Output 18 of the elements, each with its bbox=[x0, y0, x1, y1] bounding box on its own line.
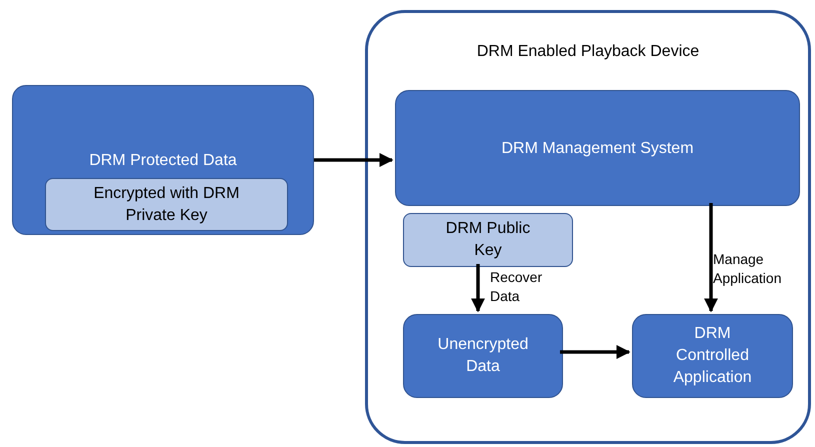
arrow bbox=[704, 203, 718, 312]
node-label: DRM Controlled Application bbox=[672, 324, 753, 388]
process-box bbox=[403, 314, 563, 398]
process-box bbox=[632, 314, 793, 398]
arrow bbox=[314, 153, 394, 167]
process-box bbox=[12, 85, 314, 235]
sub-box bbox=[45, 178, 288, 231]
arrow bbox=[560, 345, 630, 359]
node-label: DRM Enabled Playback Device bbox=[476, 42, 700, 62]
node-label: DRM Public Key bbox=[444, 219, 532, 261]
arrow bbox=[471, 264, 485, 312]
node-label: DRM Protected Data bbox=[88, 151, 238, 171]
node-label: Encrypted with DRM Private Key bbox=[92, 184, 240, 226]
sub-box bbox=[403, 213, 573, 267]
process-box bbox=[395, 90, 800, 206]
node-label: Unencrypted Data bbox=[436, 335, 530, 377]
device-frame bbox=[365, 10, 811, 444]
node-label: DRM Management System bbox=[500, 139, 695, 159]
